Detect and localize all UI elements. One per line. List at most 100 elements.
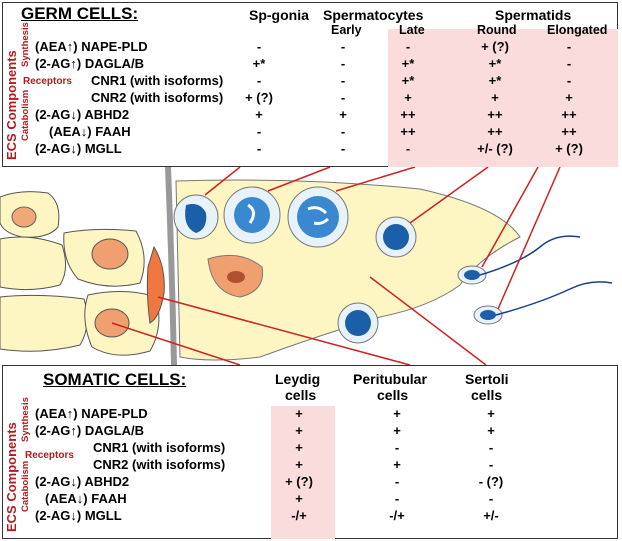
col-spgonia: Sp-gonia: [249, 7, 309, 23]
row-label: (2-AG↑) DAGLA/B: [35, 56, 145, 71]
table-cell: ++: [400, 107, 416, 122]
table-cell: + (?): [285, 474, 313, 489]
connector-line: [497, 167, 561, 310]
table-cell: +: [295, 440, 303, 455]
table-cell: -: [340, 56, 346, 71]
row-label: (2-AG↓) ABHD2: [35, 107, 130, 122]
connector-line: [267, 167, 331, 192]
table-cell: ++: [561, 107, 577, 122]
table-cell: +: [393, 423, 401, 438]
row-label: (AEA↑) NAPE-PLD: [35, 406, 148, 421]
table-cell: -: [256, 73, 262, 88]
table-cell: -: [566, 39, 572, 54]
table-cell: -: [405, 39, 411, 54]
col-late: Late: [399, 23, 425, 37]
table-cell: +: [487, 423, 495, 438]
table-cell: +: [255, 107, 263, 122]
sertoli-nucleolus: [227, 271, 245, 283]
row-label: CNR1 (with isoforms): [93, 440, 226, 455]
somatic-cells-panel: SOMATIC CELLS: Leydig cells Peritubular …: [2, 365, 618, 539]
table-cell: + (?): [555, 141, 583, 156]
table-cell: -: [340, 90, 346, 105]
table-cell: +: [295, 406, 303, 421]
table-cell: +: [295, 491, 303, 506]
synthesis-group-label-top: Synthesis: [20, 22, 31, 67]
col-sertoli-1: Sertoli: [465, 371, 509, 387]
receptors-group-label-top: Receptors: [23, 76, 72, 87]
germ-cells-title: GERM CELLS:: [21, 4, 139, 23]
table-cell: +: [393, 457, 401, 472]
sperm-tail: [495, 281, 613, 316]
connector-line: [157, 296, 411, 365]
row-label: (2-AG↓) MGLL: [35, 141, 122, 156]
table-cell: -/+: [389, 508, 405, 523]
peritubular-cell: [146, 245, 165, 324]
row-label: (AEA↑) NAPE-PLD: [35, 39, 148, 54]
table-cell: +: [491, 90, 499, 105]
table-cell: + (?): [481, 39, 509, 54]
col-spermatids: Spermatids: [495, 7, 572, 23]
table-cell: +: [487, 406, 495, 421]
table-cell: +*: [401, 56, 415, 71]
table-cell: +*: [252, 56, 266, 71]
table-cell: +: [404, 90, 412, 105]
table-cell: -: [488, 491, 494, 506]
connector-line: [409, 167, 489, 224]
interstitial-nucleus: [11, 206, 37, 228]
row-label: (2-AG↓) MGLL: [35, 508, 122, 523]
receptors-group-label-bottom: Receptors: [25, 450, 74, 461]
table-cell: -: [256, 124, 262, 139]
germ-highlight-region: [388, 29, 618, 167]
table-cell: -: [566, 73, 572, 88]
table-cell: -: [340, 39, 346, 54]
row-label: CNR1 (with isoforms): [91, 73, 224, 88]
table-cell: +/-: [483, 508, 499, 523]
table-cell: -: [340, 73, 346, 88]
col-early: Early: [331, 23, 362, 37]
table-cell: -: [256, 141, 262, 156]
table-cell: -: [394, 474, 400, 489]
table-cell: +*: [401, 73, 415, 88]
table-cell: -: [394, 491, 400, 506]
col-spermatocytes: Spermatocytes: [323, 7, 424, 23]
synthesis-group-label-bottom: Synthesis: [20, 397, 31, 442]
table-cell: - (?): [478, 474, 504, 489]
table-cell: -: [256, 39, 262, 54]
table-cell: +/- (?): [477, 141, 513, 156]
row-label: CNR2 (with isoforms): [91, 90, 224, 105]
table-cell: ++: [400, 124, 416, 139]
catabolism-group-label-bottom: Catabolism: [20, 460, 31, 512]
table-cell: -: [566, 56, 572, 71]
table-cell: +: [295, 457, 303, 472]
row-label: (AEA↓) FAAH: [45, 491, 127, 506]
table-cell: +: [565, 90, 573, 105]
somatic-highlight-region: [271, 406, 335, 539]
leydig-nucleus: [91, 238, 129, 270]
col-peritubular-1: Peritubular: [353, 371, 427, 387]
table-cell: -: [488, 457, 494, 472]
col-leydig-1: Leydig: [275, 371, 321, 387]
col-leydig-2: cells: [285, 387, 317, 403]
col-sertoli-2: cells: [471, 387, 503, 403]
row-label: (2-AG↓) ABHD2: [35, 474, 130, 489]
table-cell: -/+: [291, 508, 307, 523]
table-cell: -: [394, 440, 400, 455]
table-cell: ++: [487, 107, 503, 122]
row-label: (2-AG↑) DAGLA/B: [35, 423, 145, 438]
col-elongated: Elongated: [547, 23, 608, 37]
interstitial-cell: [0, 294, 88, 352]
row-label: CNR2 (with isoforms): [93, 457, 226, 472]
connector-line: [335, 167, 416, 192]
table-cell: + (?): [245, 90, 273, 105]
table-cell: ++: [487, 124, 503, 139]
table-cell: +: [295, 423, 303, 438]
connector-line: [481, 167, 539, 268]
connector-line: [204, 167, 241, 196]
col-peritubular-2: cells: [377, 387, 409, 403]
germ-cells-panel: GERM CELLS: Sp-gonia Spermatocytes Early…: [2, 2, 618, 167]
catabolism-group-label-top: Catabolism: [20, 89, 31, 141]
table-cell: ++: [561, 124, 577, 139]
table-cell: +*: [488, 73, 502, 88]
col-round: Round: [477, 23, 517, 37]
seminiferous-tubule-illustration: [0, 167, 613, 365]
